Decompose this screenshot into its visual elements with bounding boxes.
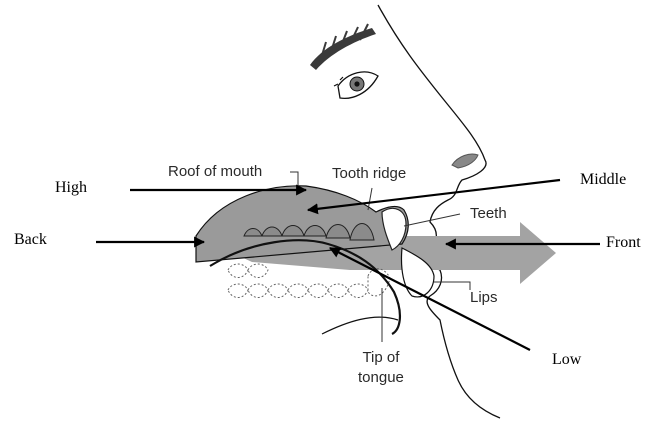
tip-of-tongue-line-1: Tip of	[358, 348, 404, 368]
eye-pupil-icon	[354, 81, 359, 86]
roof-of-mouth-leader	[290, 172, 298, 186]
back-label: Back	[14, 232, 47, 248]
tooth-ridge-leader	[368, 188, 372, 210]
middle-label: Middle	[580, 172, 626, 188]
jaw-contour	[322, 317, 398, 334]
tip-of-tongue-label: Tip of tongue	[358, 348, 404, 389]
eyebrow-shape	[310, 28, 376, 70]
front-label: Front	[606, 235, 641, 251]
low-label: Low	[552, 352, 581, 368]
roof-of-mouth-label: Roof of mouth	[168, 164, 262, 179]
high-label: High	[55, 180, 87, 196]
tooth-ridge-label: Tooth ridge	[332, 166, 406, 181]
nostril-shape	[452, 154, 478, 168]
middle-arrow	[308, 180, 560, 210]
tip-of-tongue-line-2: tongue	[358, 368, 404, 388]
lips-label: Lips	[470, 290, 498, 305]
teeth-label: Teeth	[470, 206, 507, 221]
